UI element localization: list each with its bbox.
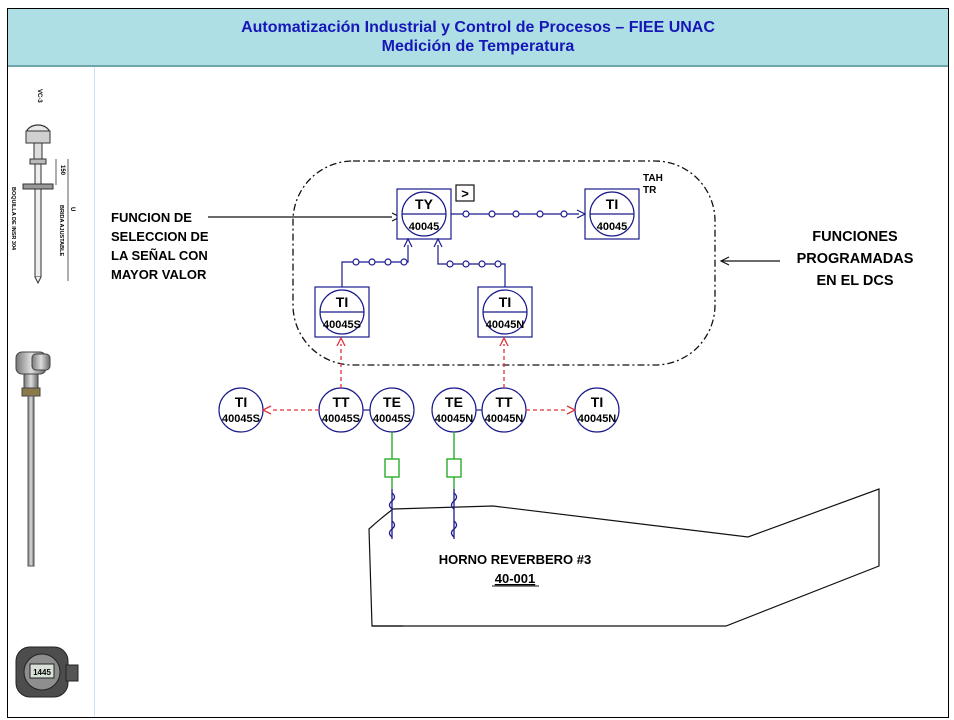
thermowell-boquilla-label: BOQUILLA DE INSR 304 — [10, 187, 16, 251]
software-links — [341, 209, 587, 287]
thermowell-dim-150: 150 — [59, 165, 65, 176]
field-tt-n: TT 40045N — [481, 387, 527, 433]
annotation-left-line1: FUNCION DE — [111, 210, 192, 225]
pid-diagram: FUNCION DE SELECCION DE LA SEÑAL CON MAY… — [111, 160, 914, 627]
slide-subtitle: Medición de Temperatura — [381, 38, 575, 55]
ty-number: 40045 — [409, 221, 440, 233]
annotation-right-line3: EN EL DCS — [816, 273, 893, 289]
high-select-box: > — [455, 184, 475, 202]
field-ti-s-tag: TI — [235, 394, 247, 410]
field-ti-n-tag: TI — [591, 394, 603, 410]
field-te-s: TE 40045S — [369, 387, 415, 433]
thermowell-drawing: VC-3 150 U BRIDA AJUSTABLE BOQUILLA DE I… — [10, 89, 75, 285]
furnace-tag: 40-001 — [495, 571, 535, 586]
furnace-name: HORNO REVERBERO #3 — [439, 552, 591, 567]
ti-main-tag: TI — [606, 196, 618, 212]
slide-title: Automatización Industrial y Control de P… — [241, 19, 715, 36]
field-tt-n-tag: TT — [495, 394, 513, 410]
ti-s-number: 40045S — [323, 319, 361, 331]
dcs-block-ti-s: TI 40045S — [314, 286, 370, 338]
ti-n-number: 40045N — [486, 319, 525, 331]
annotation-left-line3: LA SEÑAL CON — [111, 248, 208, 263]
ty-tag: TY — [415, 196, 434, 212]
dcs-block-ti-main: TI 40045 — [584, 188, 640, 240]
slide-frame: Automatización Industrial y Control de P… — [7, 8, 949, 718]
field-tt-n-number: 40045N — [485, 413, 524, 425]
field-tt-s-tag: TT — [332, 394, 350, 410]
thermowell-dim-u: U — [69, 207, 75, 211]
thermowell-code-label: VC-3 — [36, 89, 42, 103]
annotation-right-line2: PROGRAMADAS — [797, 251, 914, 267]
field-te-s-tag: TE — [383, 394, 401, 410]
transmitter-photo-icon: 1445 — [15, 646, 79, 698]
field-tt-s: TT 40045S — [318, 387, 364, 433]
alarm-label-tr: TR — [643, 185, 657, 196]
thermocouple-element-s — [384, 432, 400, 539]
field-ti-n: TI 40045N — [574, 387, 620, 433]
field-te-n-tag: TE — [445, 394, 463, 410]
annotation-left-line4: MAYOR VALOR — [111, 267, 207, 282]
transmitter-display-value: 1445 — [33, 668, 51, 677]
dcs-block-ti-n: TI 40045N — [477, 286, 533, 338]
ti-main-number: 40045 — [597, 221, 628, 233]
sidebar-images: VC-3 150 U BRIDA AJUSTABLE BOQUILLA DE I… — [8, 67, 95, 717]
temperature-sensor-photo-icon — [15, 351, 51, 567]
field-te-n-number: 40045N — [435, 413, 474, 425]
field-tt-s-number: 40045S — [322, 413, 360, 425]
annotation-right-line1: FUNCIONES — [812, 229, 898, 245]
high-select-symbol: > — [461, 186, 469, 201]
signal-arrowheads — [261, 336, 577, 415]
dcs-block-ty: TY 40045 — [396, 188, 452, 240]
thermocouple-element-n — [446, 432, 462, 539]
annotation-dcs-functions: FUNCIONES PROGRAMADAS EN EL DCS — [719, 229, 914, 289]
electric-signals — [270, 344, 568, 411]
thermowell-head-icon — [22, 124, 69, 285]
alarm-label-tah: TAH — [643, 173, 663, 184]
field-te-s-number: 40045S — [373, 413, 411, 425]
field-ti-s-number: 40045S — [222, 413, 260, 425]
slide-header: Automatización Industrial y Control de P… — [8, 9, 948, 67]
field-te-n: TE 40045N — [431, 387, 477, 433]
ti-n-tag: TI — [499, 294, 511, 310]
annotation-selection-function: FUNCION DE SELECCION DE LA SEÑAL CON MAY… — [111, 210, 402, 282]
field-ti-s: TI 40045S — [218, 387, 264, 433]
annotation-left-line2: SELECCION DE — [111, 229, 209, 244]
ti-s-tag: TI — [336, 294, 348, 310]
thermowell-brida-label: BRIDA AJUSTABLE — [58, 205, 64, 256]
field-ti-n-number: 40045N — [578, 413, 617, 425]
